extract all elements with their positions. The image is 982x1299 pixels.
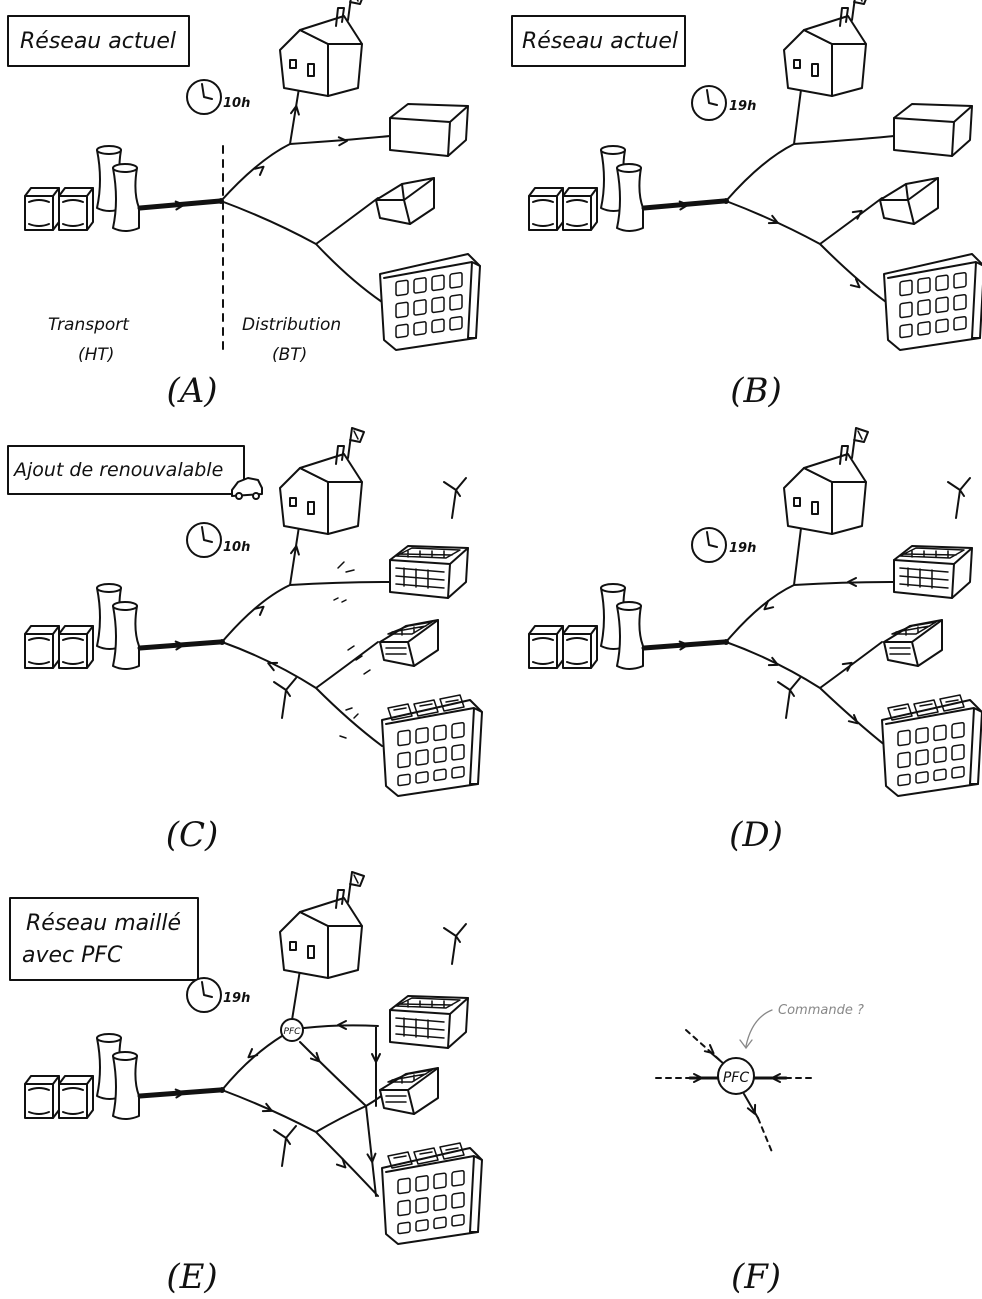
panel-e-title-line1: Réseau maillé [26, 911, 181, 936]
transport-label: Transport [48, 315, 130, 335]
panel-a-title-box [7, 15, 190, 67]
pfc-node [280, 1018, 304, 1042]
power-plant-icon [24, 583, 140, 670]
panel-a: Réseau actuel 10h Transport (HT) Distrib… [7, 0, 481, 411]
panel-a-title: Réseau actuel [20, 29, 176, 54]
wind-turbine-icon [443, 923, 467, 965]
panel-e: Réseau maillé avec PFC 19h PFC (E) [9, 871, 483, 1297]
solar-shed-icon [379, 1067, 439, 1115]
house-icon [279, 871, 365, 979]
clock-icon [186, 79, 222, 115]
panel-e-pfc-label: PFC [284, 1027, 302, 1037]
panel-b-caption: (B) [730, 371, 782, 411]
panel-a-time: 10h [223, 96, 250, 111]
panel-c-title: Ajout de renouvalable [12, 459, 223, 481]
panel-b-title-box [511, 15, 686, 67]
panel-f: PFC Commande ? (F) [655, 1003, 864, 1297]
wind-turbine-icon [273, 677, 297, 719]
power-plant-icon [24, 145, 140, 232]
panel-d-caption: (D) [729, 815, 783, 855]
shed-icon [879, 177, 939, 225]
solar-apartment-block-icon [881, 694, 982, 797]
panel-e-caption: (E) [166, 1257, 217, 1297]
panel-d-time: 19h [729, 541, 756, 556]
power-plant-icon [528, 145, 644, 232]
clock-icon [186, 977, 222, 1013]
apartment-block-icon [379, 253, 481, 351]
house-icon [783, 427, 869, 535]
panel-d: 19h (D) [528, 427, 982, 855]
panel-b-time: 19h [729, 99, 756, 114]
panel-c-caption: (C) [166, 815, 219, 855]
wind-turbine-icon [443, 477, 467, 519]
wind-turbine-icon [777, 677, 801, 719]
distribution-label: Distribution [242, 315, 341, 335]
house-icon [783, 0, 869, 97]
solar-building-icon [389, 995, 469, 1049]
panel-e-title-line2: avec PFC [22, 943, 123, 968]
building-icon [893, 103, 973, 157]
transport-sub-label: (HT) [78, 345, 114, 365]
solar-building-icon [893, 545, 973, 599]
clock-icon [691, 85, 727, 121]
panel-f-caption: (F) [731, 1257, 781, 1297]
panel-a-caption: (A) [166, 371, 217, 411]
pfc-node [717, 1057, 755, 1095]
solar-shed-icon [379, 619, 439, 667]
apartment-block-icon [883, 253, 982, 351]
solar-shed-icon [883, 619, 943, 667]
power-plant-icon [528, 583, 644, 670]
wind-turbine-icon [947, 477, 971, 519]
solar-building-icon [389, 545, 469, 599]
electric-car-icon [231, 477, 263, 500]
flow-marks [333, 561, 371, 739]
shed-icon [375, 177, 435, 225]
clock-icon [691, 527, 727, 563]
panel-f-pfc-label: PFC [723, 1070, 749, 1086]
panel-e-time: 19h [223, 991, 250, 1006]
panel-b-title: Réseau actuel [522, 29, 678, 54]
panel-c: Ajout de renouvalable 10h (C) [7, 427, 483, 855]
building-icon [389, 103, 469, 157]
solar-apartment-block-icon [381, 694, 483, 797]
panel-c-title-box [7, 445, 245, 495]
house-icon [279, 427, 365, 535]
wind-turbine-icon [273, 1125, 297, 1167]
panel-e-title-box [9, 897, 199, 981]
panel-c-time: 10h [223, 540, 250, 555]
panel-f-annotation: Commande ? [778, 1003, 864, 1018]
power-plant-icon [24, 1033, 140, 1120]
panel-b: Réseau actuel 19h (B) [511, 0, 982, 411]
distribution-sub-label: (BT) [272, 345, 307, 365]
house-icon [279, 0, 365, 97]
solar-apartment-block-icon [381, 1142, 483, 1245]
clock-icon [186, 522, 222, 558]
